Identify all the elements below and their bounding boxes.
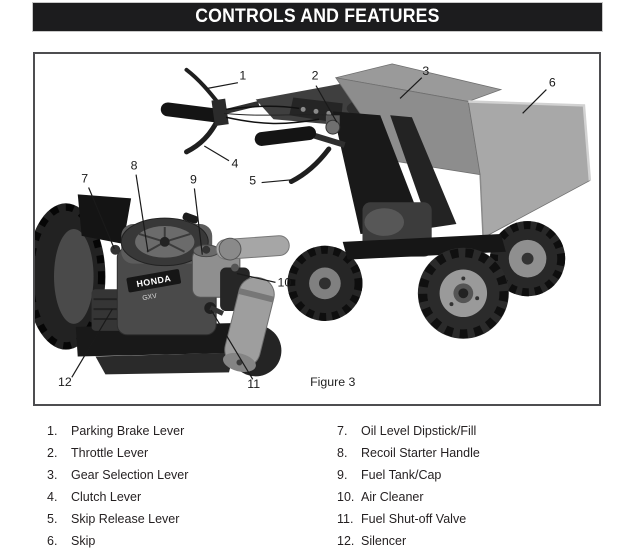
legend-item-number: 1. xyxy=(47,424,58,438)
callout-10: 10 xyxy=(278,275,292,289)
legend-item-label: Gear Selection Lever xyxy=(71,468,189,482)
inset-wheel xyxy=(35,203,106,350)
right-rear-wheel xyxy=(490,221,566,297)
legend-item-label: Throttle Lever xyxy=(71,446,149,460)
legend-item: 8. Recoil Starter Handle xyxy=(337,442,617,464)
legend-item-number: 10. xyxy=(337,490,355,504)
handlebar-lower xyxy=(254,115,346,185)
legend-item: 7. Oil Level Dipstick/Fill xyxy=(337,420,617,442)
legend-item-label: Fuel Tank/Cap xyxy=(361,468,442,482)
legend-item-number: 9. xyxy=(337,468,348,482)
callout-4: 4 xyxy=(232,157,239,171)
right-grip xyxy=(254,126,317,146)
legend-item-label: Air Cleaner xyxy=(361,490,424,504)
legend-item-number: 4. xyxy=(47,490,58,504)
engine-inset: HONDA GXV xyxy=(35,194,290,377)
control-cable xyxy=(224,112,333,116)
fuel-cap xyxy=(202,245,211,254)
page-title: CONTROLS AND FEATURES xyxy=(195,6,440,27)
callout-12: 12 xyxy=(58,375,72,389)
inset-lower-shapes xyxy=(95,352,234,375)
inset-cylinder xyxy=(223,276,275,372)
handlebar-upper xyxy=(160,67,333,155)
legend-item: 10. Air Cleaner xyxy=(337,486,617,508)
legend-item: 9. Fuel Tank/Cap xyxy=(337,464,617,486)
inset-tube-horizontal xyxy=(215,235,290,261)
legend-item-number: 12. xyxy=(337,534,355,548)
legend-item-label: Skip Release Lever xyxy=(71,512,180,526)
control-cable xyxy=(225,116,320,125)
callout-5: 5 xyxy=(249,174,256,188)
legend-item-label: Parking Brake Lever xyxy=(71,424,185,438)
callout-numbers: 1 2 3 4 5 6 7 8 9 10 11 12 xyxy=(58,64,556,391)
callout-9: 9 xyxy=(190,173,197,187)
control-cable xyxy=(225,105,300,111)
legend-item-number: 7. xyxy=(337,424,348,438)
legend-item: 4. Clutch Lever xyxy=(47,486,317,508)
machine-figure: HONDA GXV xyxy=(35,63,592,391)
legend-item-label: Skip xyxy=(71,534,96,548)
recoil-starter xyxy=(120,212,209,267)
legend-item-label: Fuel Shut-off Valve xyxy=(361,512,467,526)
legend-item-label: Recoil Starter Handle xyxy=(361,446,480,460)
section-header: CONTROLS AND FEATURES xyxy=(33,3,602,31)
inset-panel xyxy=(77,194,132,244)
legend-column-left: 1. Parking Brake Lever 2. Throttle Lever… xyxy=(47,420,317,552)
callout-2: 2 xyxy=(312,69,319,83)
left-rear-wheel xyxy=(287,245,363,321)
legend-item: 11. Fuel Shut-off Valve xyxy=(337,508,617,530)
legend-item-number: 6. xyxy=(47,534,58,548)
legend-item-number: 5. xyxy=(47,512,58,526)
legend-item-number: 8. xyxy=(337,446,348,460)
starter-handle xyxy=(182,212,199,224)
callout-3: 3 xyxy=(422,64,429,78)
front-left-wheel xyxy=(417,247,509,339)
legend-item: 3. Gear Selection Lever xyxy=(47,464,317,486)
figure-caption: Figure 3 xyxy=(310,375,355,389)
legend-item: 5. Skip Release Lever xyxy=(47,508,317,530)
callout-leaders xyxy=(71,77,547,380)
main-machine xyxy=(160,63,592,339)
oil-dipstick xyxy=(110,244,121,255)
legend-item: 6. Skip xyxy=(47,530,317,552)
legend-item-number: 2. xyxy=(47,446,58,460)
figure-frame: HONDA GXV xyxy=(33,52,601,406)
engine-model-text: GXV xyxy=(142,293,158,302)
engine-brand-plate: HONDA GXV xyxy=(126,269,182,302)
left-grip xyxy=(160,102,222,123)
callout-1: 1 xyxy=(239,69,246,83)
callout-6: 6 xyxy=(549,76,556,90)
callout-7: 7 xyxy=(81,172,88,186)
clutch-lever xyxy=(184,116,221,155)
legend-item: 2. Throttle Lever xyxy=(47,442,317,464)
skip-release-lever xyxy=(288,146,332,185)
legend-item-number: 3. xyxy=(47,468,58,482)
fuel-shutoff-valve xyxy=(204,302,225,316)
legend-item-label: Clutch Lever xyxy=(71,490,142,504)
callout-8: 8 xyxy=(131,159,138,173)
legend-item: 12. Silencer xyxy=(337,530,617,552)
legend-item: 1. Parking Brake Lever xyxy=(47,420,317,442)
legend-item-label: Silencer xyxy=(361,534,407,548)
legend-item-label: Oil Level Dipstick/Fill xyxy=(361,424,477,438)
callout-11: 11 xyxy=(247,377,260,391)
legend-column-right: 7. Oil Level Dipstick/Fill 8. Recoil Sta… xyxy=(337,420,617,552)
legend-item-number: 11. xyxy=(337,512,354,526)
